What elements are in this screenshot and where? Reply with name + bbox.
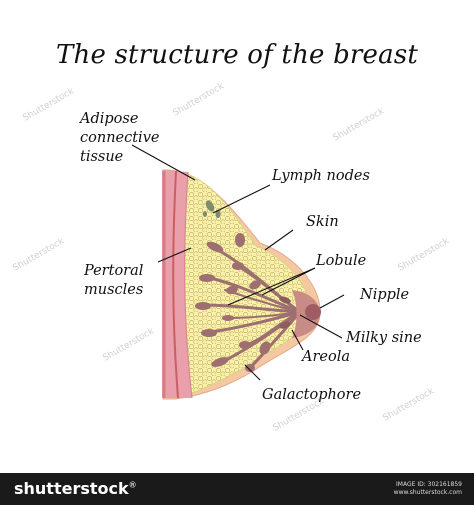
label-line: Pertoral [84,263,144,279]
leader-lines [131,144,345,381]
milky-sinus [279,296,291,329]
label-line: connective [80,130,160,146]
pectoral-muscle-fibers [172,170,179,399]
lymph-node-cluster [203,200,221,218]
label-galactophore: Galactophore [262,387,362,403]
site-url: www.shutterstock.com [393,489,462,496]
label-nipple: Nipple [360,287,410,303]
label-line: tissue [80,149,124,165]
image-id: IMAGE ID: 302161859 [396,481,462,488]
label-skin: Skin [306,214,339,230]
label-lobule: Lobule [316,253,367,269]
label-areola: Areola [302,349,350,365]
image-meta: IMAGE ID: 302161859 www.shutterstock.com [394,481,462,497]
brand-name: shutterstock [14,479,129,498]
footer-bar: shutterstock® IMAGE ID: 302161859 www.sh… [0,473,474,505]
label-line: Adipose [80,111,139,127]
diagram-title: The structure of the breast [55,40,419,70]
lobules [195,233,271,372]
brand-mark: ® [128,480,137,490]
shutterstock-logo: shutterstock® [14,479,137,498]
label-milky-sine: Milky sine [346,330,422,346]
label-line: muscles [84,282,144,298]
label-pectoral-muscles: Pertoral muscles [84,262,143,300]
label-lymph-nodes: Lymph nodes [272,168,370,184]
pectoral-muscle [162,170,192,398]
nipple [305,304,321,320]
adipose-tissue [179,171,311,395]
label-adipose-tissue: Adipose connective tissue [80,110,159,167]
